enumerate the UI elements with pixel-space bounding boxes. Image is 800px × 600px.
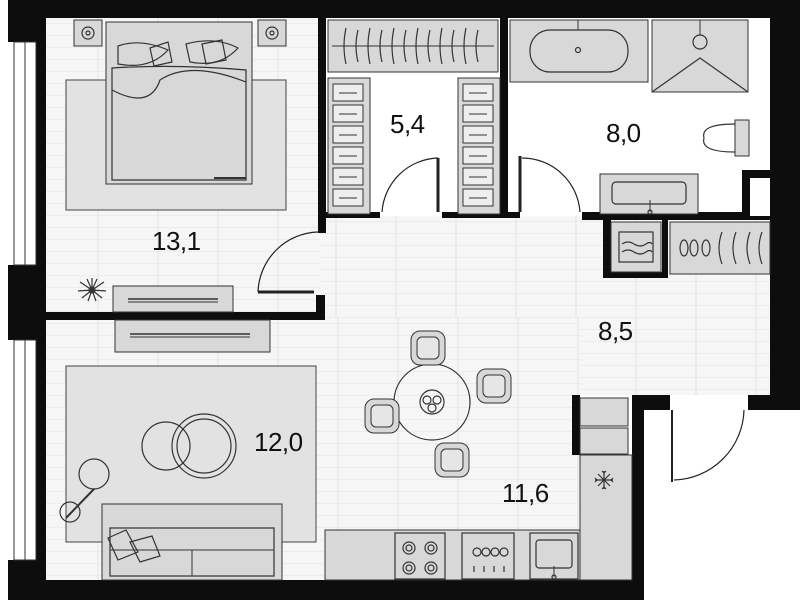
bathtub xyxy=(509,19,649,83)
laundry-furniture xyxy=(610,221,771,275)
coffee-table-small xyxy=(141,421,191,471)
dining-chair-seat xyxy=(482,374,506,398)
area-kitchen: 11,6 xyxy=(502,478,549,508)
hall-closet xyxy=(669,221,771,275)
cooktop xyxy=(394,532,446,580)
dining-chair-seat xyxy=(370,404,394,428)
area-living-room: 12,0 xyxy=(254,427,303,457)
shelf-items xyxy=(332,83,494,207)
plant-icon xyxy=(77,278,107,302)
bedroom-furniture xyxy=(65,19,287,313)
entrance-door xyxy=(673,409,745,481)
area-hallway: 8,5 xyxy=(598,316,633,346)
area-wardrobe: 5,4 xyxy=(390,109,425,139)
bathroom-furniture xyxy=(509,19,750,215)
dining-chair-seat xyxy=(440,448,464,472)
walls xyxy=(8,0,800,600)
area-bathroom: 8,0 xyxy=(606,118,641,148)
fridge xyxy=(579,397,629,427)
nightstand-right xyxy=(257,19,287,47)
tv-unit xyxy=(114,319,271,353)
snowflake-icon xyxy=(594,470,614,490)
living-furniture xyxy=(59,319,317,581)
bathroom-door xyxy=(521,157,581,213)
area-labels: 13,1 5,4 8,0 8,5 12,0 11,6 xyxy=(152,109,641,508)
toilet xyxy=(734,119,750,157)
wardrobe-door xyxy=(381,157,439,213)
coffee-table-large xyxy=(171,413,237,479)
floor-lamp-icon xyxy=(59,458,110,523)
dishwasher xyxy=(461,532,515,580)
doors xyxy=(257,156,745,482)
dining-chair-seat xyxy=(416,336,440,360)
kitchen-furniture xyxy=(324,397,633,581)
kitchen-counter-bottom xyxy=(324,529,581,581)
area-bedroom: 13,1 xyxy=(152,226,201,256)
nightstand-left xyxy=(73,19,103,47)
dining-chairs xyxy=(364,330,512,478)
double-bed xyxy=(105,21,253,185)
bedroom-door xyxy=(257,231,319,293)
bath-vanity xyxy=(599,173,699,215)
kitchen-counter-right xyxy=(579,454,633,581)
